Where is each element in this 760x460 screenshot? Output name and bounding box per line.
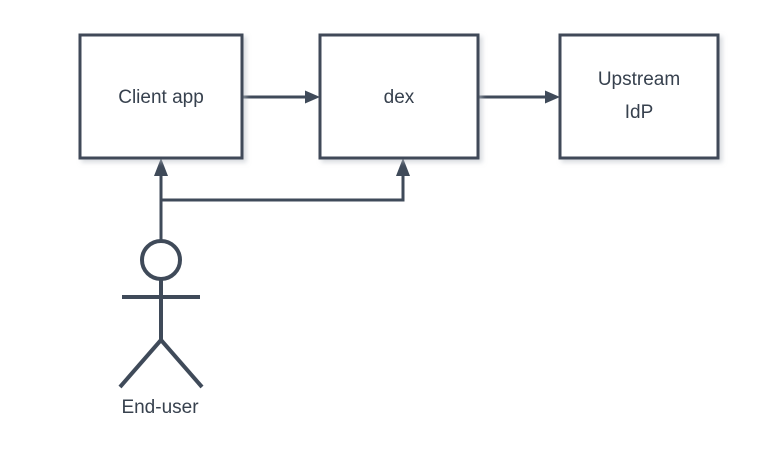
node-client-app-box[interactable]	[78, 33, 244, 160]
edge-dex-to-upstream-idp	[478, 90, 560, 104]
arrow-head-icon-client-app-to-dex	[305, 90, 320, 104]
actor-right-leg-line	[159, 338, 204, 389]
node-client-app[interactable]: Client app	[78, 33, 244, 160]
edge-client-app-to-dex	[242, 90, 320, 104]
node-dex-label: dex	[384, 87, 415, 108]
actor-end-user[interactable]: End-user	[118, 239, 204, 418]
actor-left-leg-line	[118, 338, 163, 389]
node-upstream-idp-label-line1: Upstream	[598, 69, 680, 90]
actor-head-icon	[140, 239, 182, 281]
arrow-head-icon-end-user-to-dex	[396, 158, 410, 176]
arrow-head-icon-end-user-to-client-app	[154, 158, 168, 176]
node-dex[interactable]: dex	[318, 33, 480, 160]
node-upstream-idp-box[interactable]	[558, 33, 720, 160]
arrow-head-icon-dex-to-upstream-idp	[545, 90, 560, 104]
node-upstream-idp[interactable]: Upstream IdP	[558, 33, 720, 160]
node-dex-box[interactable]	[318, 33, 480, 160]
node-client-app-label: Client app	[118, 87, 204, 108]
actor-end-user-label: End-user	[121, 397, 199, 418]
edge-end-user-to-dex	[161, 158, 410, 202]
node-upstream-idp-label-line2: IdP	[625, 102, 654, 123]
edge-line-end-user-to-dex	[161, 172, 405, 202]
